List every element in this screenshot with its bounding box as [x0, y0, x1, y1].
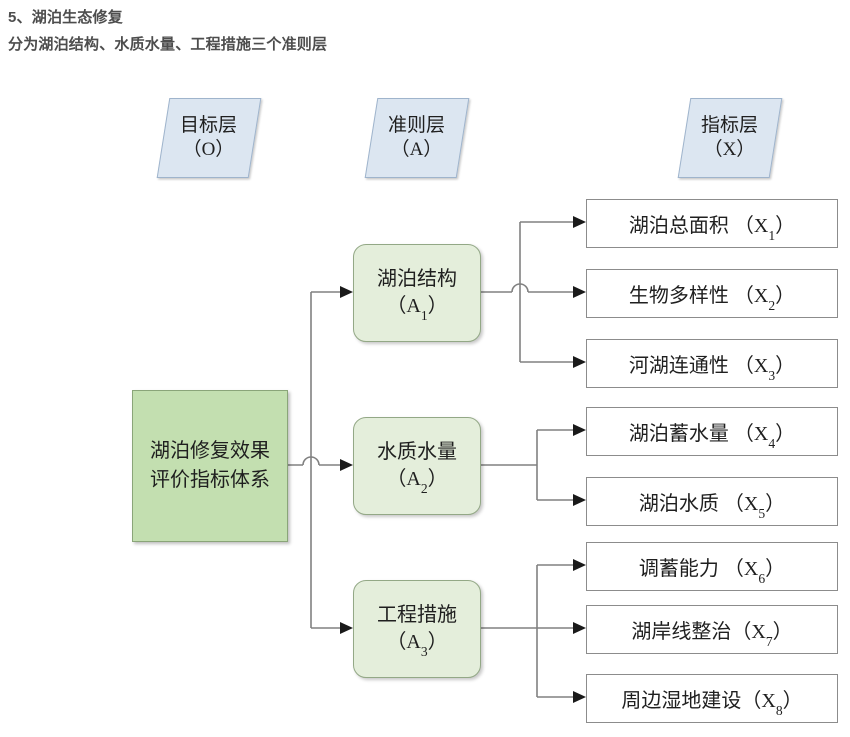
indicator-box-x2[interactable]: 生物多样性 （X2） — [586, 269, 838, 318]
criteria-box-a2[interactable]: 水质水量 （A2） — [353, 417, 481, 515]
indicator-box-x6[interactable]: 调蓄能力 （X6） — [586, 542, 838, 591]
indicator-box-x3[interactable]: 河湖连通性 （X3） — [586, 339, 838, 388]
indicator-x6-label: 调蓄能力 （X6） — [638, 558, 786, 586]
criteria-box-a3[interactable]: 工程措施 （A3） — [353, 580, 481, 678]
indicator-x4-label: 湖泊蓄水量 （X4） — [628, 423, 796, 451]
criteria-a2-name: 水质水量 — [377, 441, 457, 463]
indicator-layer-tag-line2: （X） — [704, 139, 756, 160]
arrowhead-x8 — [573, 691, 586, 703]
goal-box-label: 湖泊修复效果评价指标体系 — [150, 440, 270, 491]
arrowhead-x5 — [573, 494, 586, 506]
indicator-box-x4[interactable]: 湖泊蓄水量 （X4） — [586, 407, 838, 456]
heading-line-2: 分为湖泊结构、水质水量、工程措施三个准则层 — [8, 36, 328, 53]
indicator-x1-label: 湖泊总面积 （X1） — [628, 215, 796, 243]
indicator-box-x5[interactable]: 湖泊水质 （X5） — [586, 477, 838, 526]
indicator-box-x8[interactable]: 周边湿地建设（X8） — [586, 674, 838, 723]
arrowhead-x4 — [573, 424, 586, 436]
indicator-x2-label: 生物多样性 （X2） — [628, 285, 796, 313]
heading-line-1: 5、湖泊生态修复 — [8, 9, 123, 26]
indicator-layer-tag-line1: 指标层 — [701, 114, 759, 136]
criteria-a1-code: （A1） — [386, 295, 448, 323]
criteria-a3-name: 工程措施 — [377, 604, 457, 626]
criteria-a3-code: （A3） — [386, 631, 448, 659]
arrowhead-x3 — [573, 356, 586, 368]
indicator-layer-tag: 指标层 （X） — [677, 98, 783, 178]
arrowhead-x2 — [573, 286, 586, 298]
indicator-box-x1[interactable]: 湖泊总面积 （X1） — [586, 199, 838, 248]
indicator-x5-label: 湖泊水质 （X5） — [638, 493, 786, 521]
wire-hop-goal-trunk — [302, 456, 320, 466]
criteria-a1-name: 湖泊结构 — [377, 268, 457, 290]
wire-hop-a1 — [511, 283, 529, 293]
arrowhead-a1 — [340, 286, 353, 298]
arrowhead-a2 — [340, 459, 353, 471]
goal-layer-tag-line2: （O） — [183, 139, 235, 160]
indicator-x3-label: 河湖连通性 （X3） — [628, 355, 796, 383]
indicator-x7-label: 湖岸线整治（X7） — [631, 621, 793, 649]
criteria-a2-code: （A2） — [386, 468, 448, 496]
arrowhead-x1 — [573, 216, 586, 228]
goal-layer-tag: 目标层 （O） — [156, 98, 262, 178]
goal-layer-tag-line1: 目标层 — [180, 114, 238, 136]
indicator-box-x7[interactable]: 湖岸线整治（X7） — [586, 605, 838, 654]
criteria-box-a1[interactable]: 湖泊结构 （A1） — [353, 244, 481, 342]
arrowhead-x7 — [573, 622, 586, 634]
arrowhead-a3 — [340, 622, 353, 634]
indicator-x8-label: 周边湿地建设（X8） — [621, 690, 803, 718]
criteria-layer-tag: 准则层 （A） — [364, 98, 470, 178]
criteria-layer-tag-line1: 准则层 — [388, 114, 446, 136]
goal-box[interactable]: 湖泊修复效果评价指标体系 — [132, 390, 288, 542]
arrowhead-x6 — [573, 559, 586, 571]
criteria-layer-tag-line2: （A） — [391, 139, 443, 160]
